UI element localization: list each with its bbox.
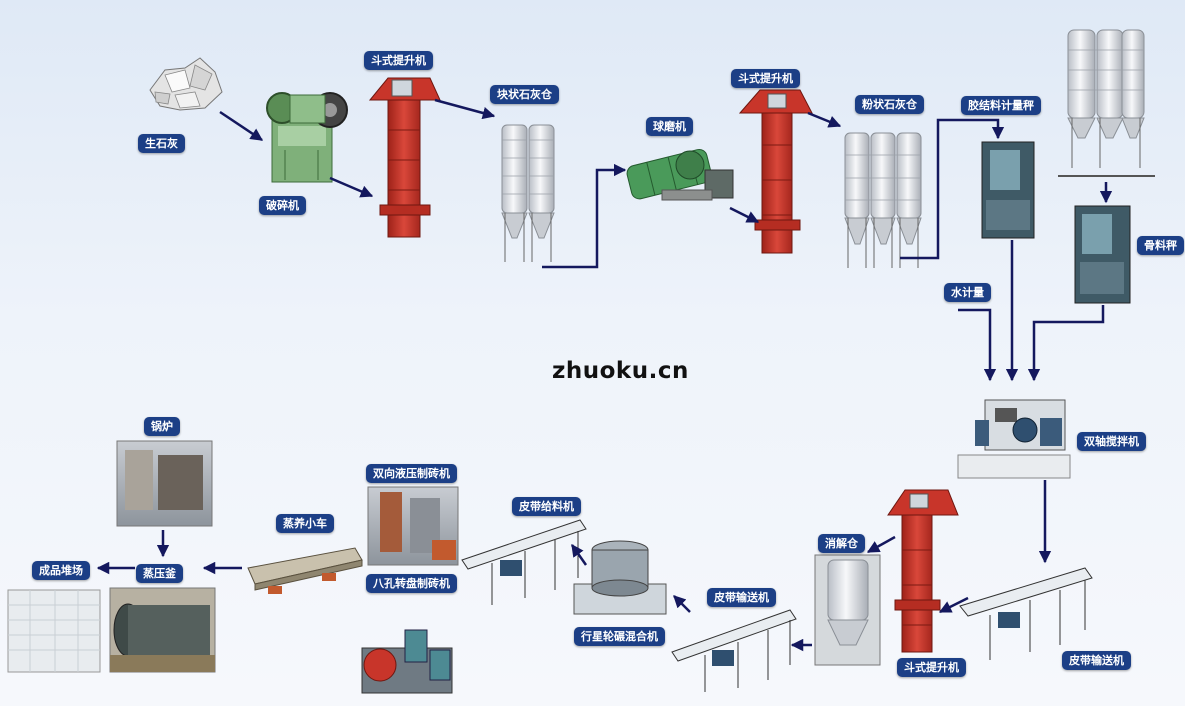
arrow-lump-silo-to-ballmill	[542, 163, 627, 269]
label-water-meter: 水计量	[944, 283, 991, 302]
arrow-planetary-to-feeder	[570, 543, 588, 566]
arrow-crusher-to-elevator1	[329, 176, 374, 198]
arrow-elevator2-to-powder-silo	[807, 111, 842, 128]
arrow-ballmill-to-elevator2	[729, 206, 760, 224]
label-bucket-elevator-1: 斗式提升机	[364, 51, 433, 70]
aggregate-silo-image	[1058, 29, 1155, 177]
label-aggregate-scale: 骨料秤	[1137, 236, 1184, 255]
label-hydraulic-press: 双向液压制砖机	[366, 464, 457, 483]
belt-conveyor-1-image	[959, 567, 1093, 660]
label-belt-feeder: 皮带给料机	[512, 497, 581, 516]
label-powder-lime-silo: 粉状石灰仓	[855, 95, 924, 114]
belt-conveyor-2-image	[671, 609, 797, 692]
curing-cart-image	[247, 547, 363, 594]
label-planetary-mixer: 行星轮碾混合机	[574, 627, 665, 646]
label-boiler: 锅炉	[144, 417, 180, 436]
bucket-elevator-2-image	[738, 89, 813, 254]
aggregate-scale-image	[1074, 205, 1131, 304]
hydraulic-press-image	[367, 486, 459, 566]
label-crusher: 破碎机	[259, 196, 306, 215]
bucket-elevator-1-image	[368, 77, 441, 238]
label-quicklime: 生石灰	[138, 134, 185, 153]
quicklime-image	[149, 57, 223, 111]
label-binder-scale: 胶结料计量秤	[961, 96, 1041, 115]
flow-arrows	[96, 98, 1113, 652]
arrow-elevator1-to-lump-silo	[434, 98, 496, 120]
belt-feeder-image	[461, 519, 587, 605]
powder-lime-silo-image	[844, 132, 922, 268]
finished-yard-image	[7, 589, 101, 673]
bucket-elevator-3-image	[887, 489, 959, 653]
rotary-press-image	[361, 629, 453, 694]
label-belt-conveyor-2: 皮带输送机	[707, 588, 776, 607]
label-belt-conveyor-1: 皮带输送机	[1062, 651, 1131, 670]
arrow-conveyor2-to-planetary	[673, 595, 691, 613]
label-autoclave: 蒸压釜	[136, 564, 183, 583]
autoclave-image	[109, 587, 216, 673]
arrow-aggregate-scale-to-mixer	[1027, 305, 1105, 382]
arrow-elevator3-to-slaking-silo	[866, 535, 896, 554]
planetary-mixer-image	[573, 540, 667, 615]
label-twin-shaft-mixer: 双轴搅拌机	[1077, 432, 1146, 451]
label-bucket-elevator-3: 斗式提升机	[897, 658, 966, 677]
label-slaking-silo: 消解仓	[818, 534, 865, 553]
arrow-water-to-mixer	[958, 308, 997, 382]
label-lump-lime-silo: 块状石灰仓	[490, 85, 559, 104]
arrow-quicklime-to-crusher	[219, 110, 264, 142]
boiler-image	[116, 440, 213, 527]
binder-scale-image	[981, 141, 1035, 239]
slaking-silo-image	[814, 554, 881, 666]
label-finished-yard: 成品堆场	[32, 561, 90, 580]
crusher-image	[266, 92, 348, 183]
ball-mill-image	[626, 148, 734, 201]
arrow-powder-silo-to-binder-scale	[900, 118, 1005, 260]
lump-lime-silo-image	[501, 124, 555, 262]
arrow-conveyor1-to-elevator3	[938, 596, 969, 614]
label-bucket-elevator-2: 斗式提升机	[731, 69, 800, 88]
label-ball-mill: 球磨机	[646, 117, 693, 136]
label-rotary-press: 八孔转盘制砖机	[366, 574, 457, 593]
label-curing-cart: 蒸养小车	[276, 514, 334, 533]
watermark: zhuoku.cn	[552, 358, 689, 384]
twin-shaft-mixer-image	[957, 399, 1071, 479]
